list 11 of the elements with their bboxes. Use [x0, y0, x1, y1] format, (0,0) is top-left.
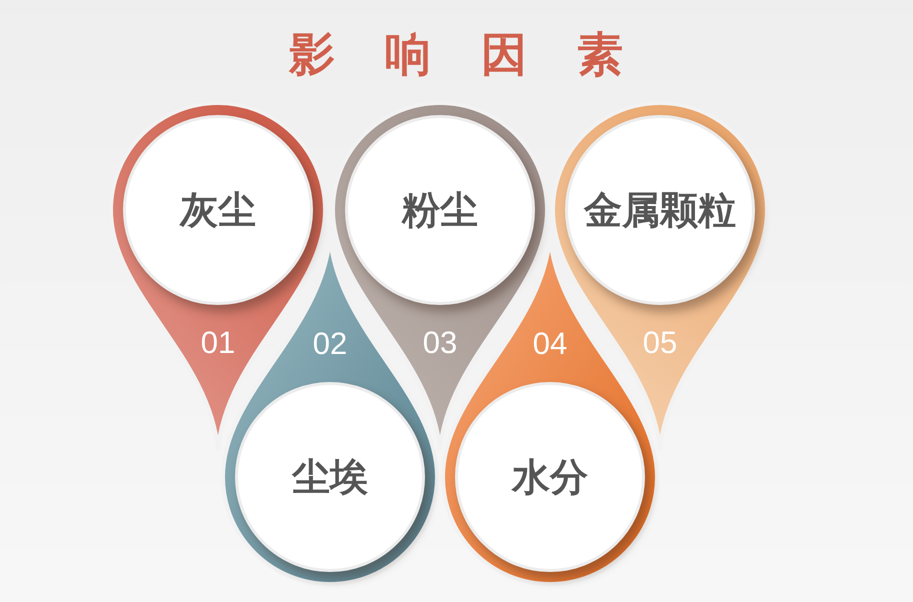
factor-label: 金属颗粒: [584, 187, 736, 233]
factor-label: 尘埃: [292, 454, 368, 500]
step-number: 04: [532, 327, 568, 361]
step-number: 03: [422, 326, 458, 360]
step-number: 01: [200, 326, 236, 360]
factor-label: 粉尘: [402, 187, 478, 233]
factor-label: 水分: [512, 454, 588, 500]
step-number: 02: [312, 327, 348, 361]
factor-label: 灰尘: [180, 187, 256, 233]
title: 影 响 因 素: [288, 26, 624, 83]
step-number: 05: [642, 326, 678, 360]
